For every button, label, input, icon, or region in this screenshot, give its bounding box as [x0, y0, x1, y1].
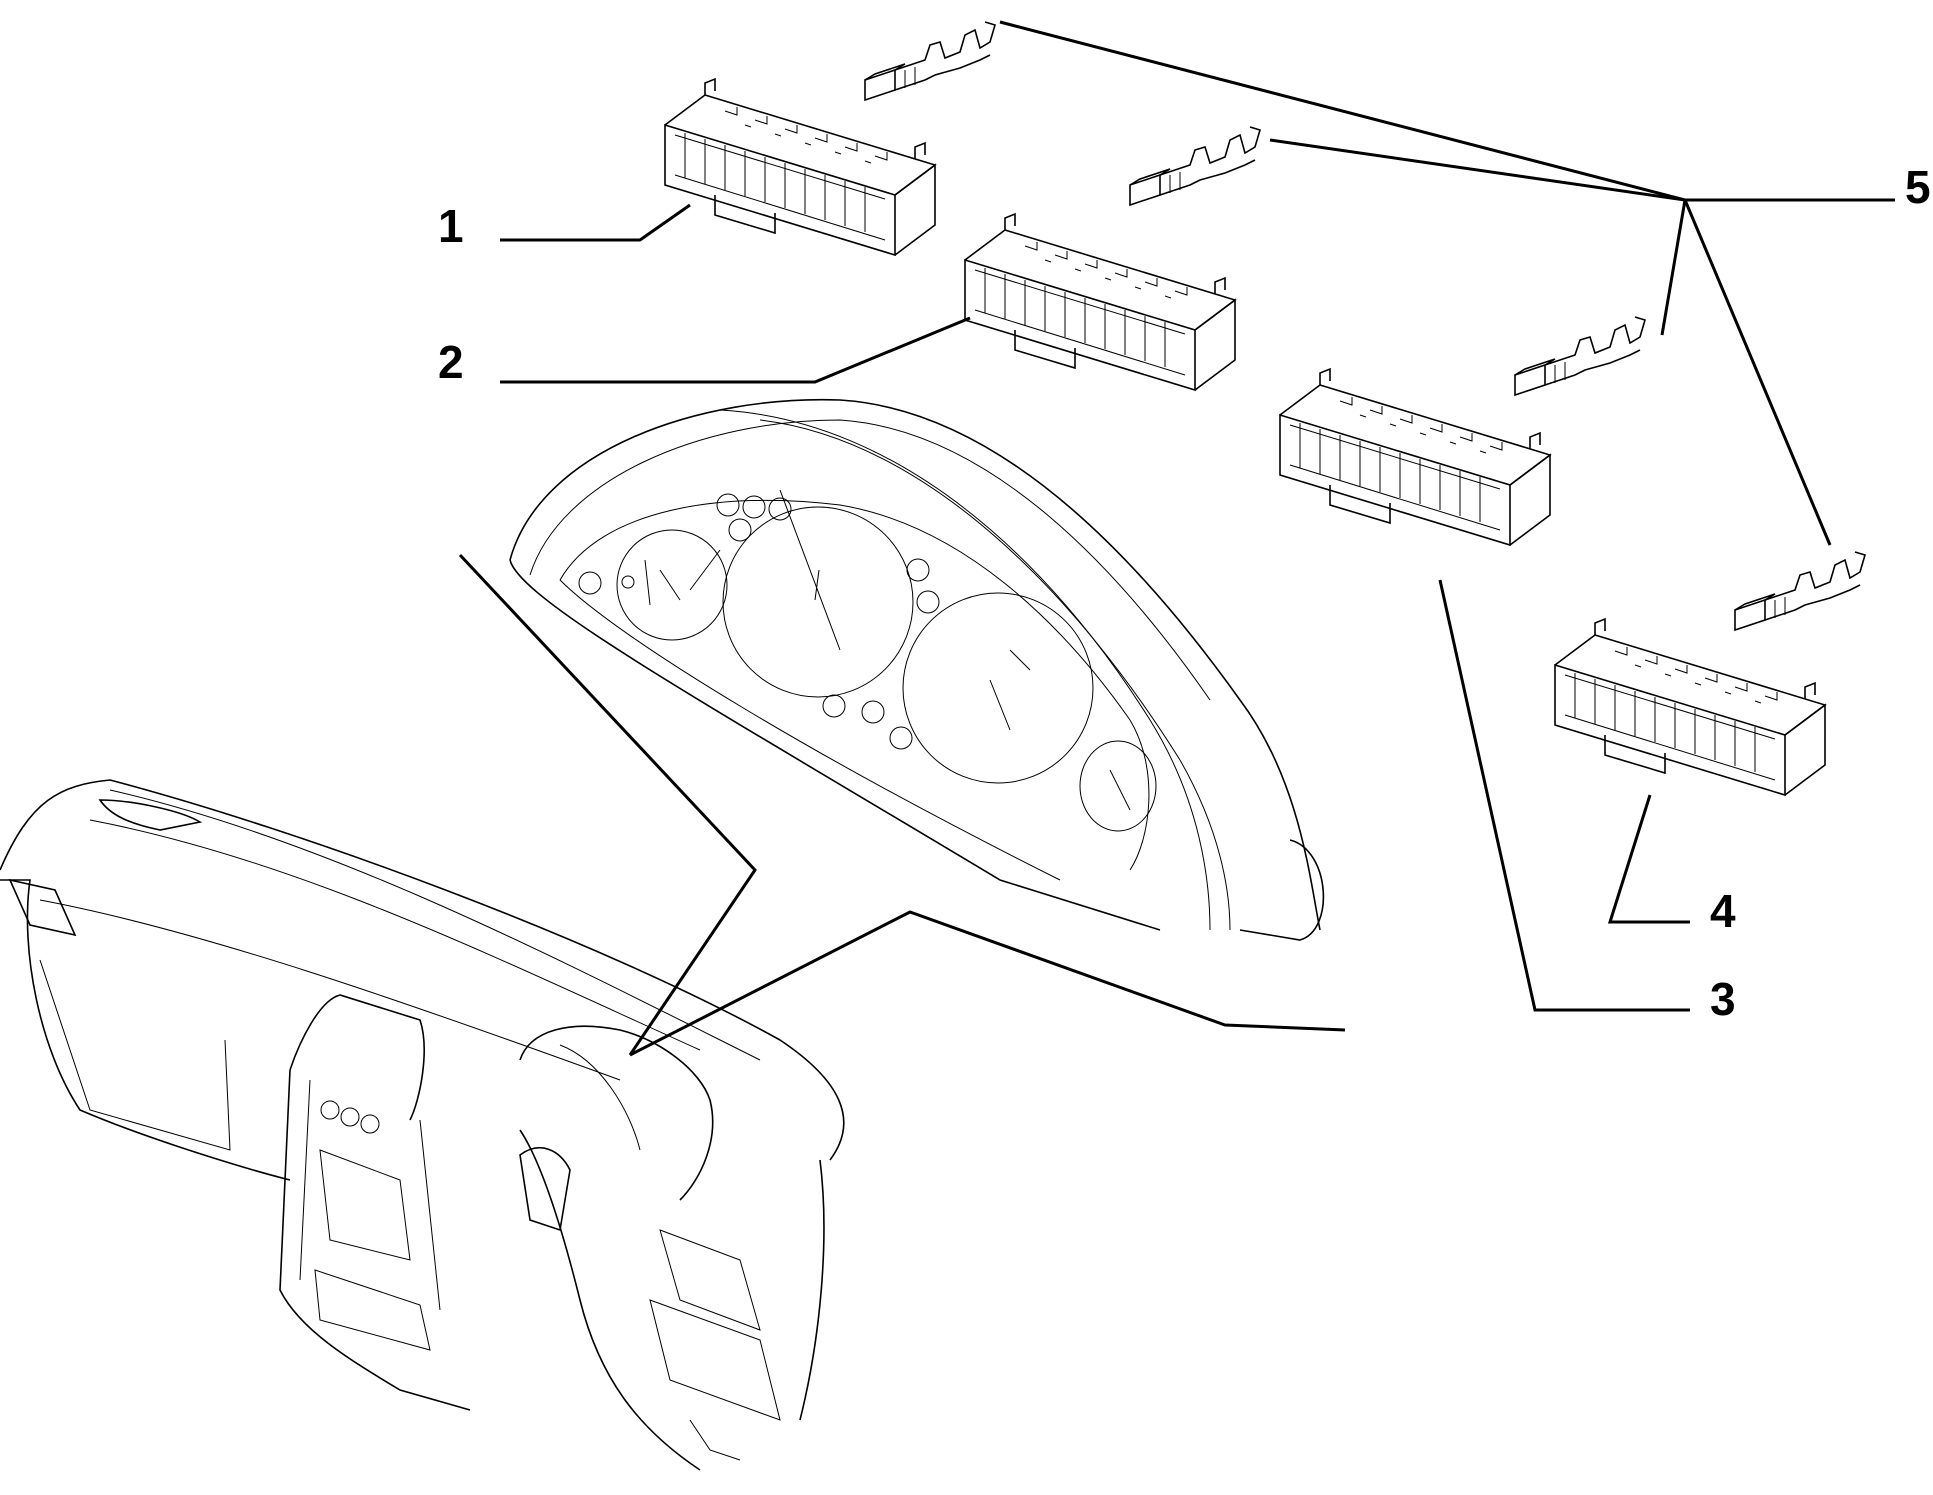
- leader-5-a: [999, 20, 1686, 202]
- terminal-a: [864, 21, 996, 101]
- leader-3: [1438, 579, 1690, 1012]
- leader-lines: [458, 20, 1895, 1057]
- terminal-b: [1129, 126, 1261, 206]
- callout-1: 1: [438, 200, 464, 252]
- leader-5-b: [1269, 138, 1686, 202]
- connector-1: [664, 78, 936, 256]
- callout-3: 3: [1710, 973, 1736, 1025]
- callout-5: 5: [1905, 161, 1931, 213]
- leader-4: [1607, 794, 1690, 924]
- callout-2: 2: [438, 336, 464, 388]
- instrument-cluster: [509, 398, 1325, 941]
- leader-cluster-right: [629, 910, 1346, 1057]
- leader-2: [500, 316, 971, 384]
- leader-cluster-left: [458, 553, 757, 1056]
- terminal-d: [1734, 551, 1866, 631]
- leader-5-d: [1683, 199, 1832, 546]
- leader-5-c: [1660, 199, 1687, 336]
- connector-2: [964, 213, 1236, 391]
- terminal-c: [1514, 316, 1646, 396]
- connector-3: [1279, 368, 1551, 546]
- connector-4: [1554, 618, 1826, 796]
- dashboard: [0, 779, 845, 1471]
- callout-labels: 1 2 3 4 5: [438, 161, 1931, 1025]
- callout-4: 4: [1710, 885, 1736, 937]
- leader-1: [500, 203, 691, 242]
